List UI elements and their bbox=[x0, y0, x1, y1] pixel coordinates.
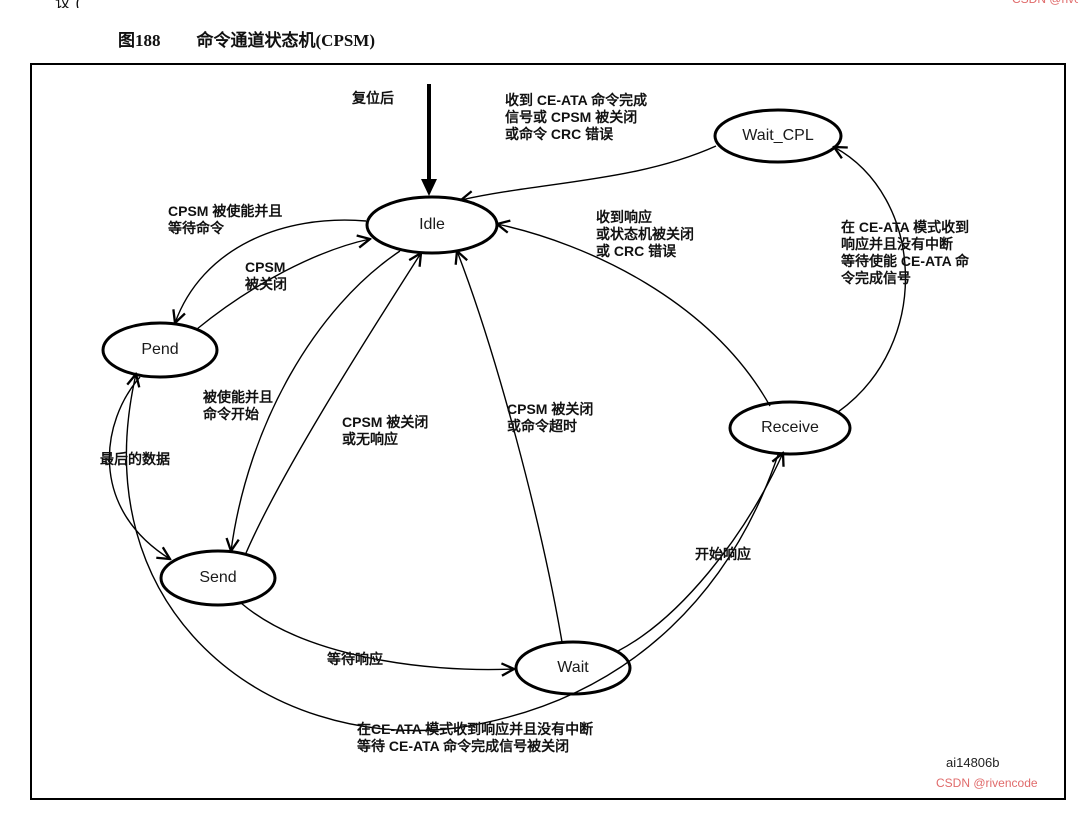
label-waitcpl-to-idle: 收到 CE-ATA 命令完成 信号或 CPSM 被关闭 或命令 CRC 错误 bbox=[505, 92, 648, 142]
transition-pend-to-send-arrow bbox=[108, 376, 170, 559]
page-top-fragment-left: 议 ( bbox=[55, 0, 175, 8]
transition-receive-to-idle-arrow bbox=[497, 224, 771, 407]
label-receive-to-idle: 收到响应 或状态机被关闭 或 CRC 错误 bbox=[596, 209, 694, 259]
label-idle-to-send: 被使能并且 命令开始 bbox=[203, 389, 273, 422]
page-top-fragment-right-text: CSDN @rivencode bbox=[1012, 0, 1078, 6]
state-wait-label: Wait bbox=[557, 659, 589, 676]
figure-number: 图188 bbox=[118, 31, 161, 50]
transition-wait-to-idle-arrow bbox=[457, 251, 563, 643]
label-idle-to-pend: CPSM 被使能并且 等待命令 bbox=[168, 203, 283, 236]
state-pend-shape bbox=[101, 321, 219, 379]
figure-caption: 图188 命令通道状态机(CPSM) bbox=[118, 26, 375, 51]
state-pend-label: Pend bbox=[141, 341, 179, 358]
state-receive-shape bbox=[728, 400, 852, 456]
state-send-shape bbox=[159, 549, 277, 607]
label-receive-to-pend: 在CE-ATA 模式收到响应并且没有中断 等待 CE-ATA 命令完成信号被关闭 bbox=[357, 721, 594, 754]
state-idle-label: Idle bbox=[419, 216, 445, 233]
page-top-fragment-left-text: 议 ( bbox=[55, 0, 175, 8]
transition-reset-arrowhead bbox=[421, 179, 437, 196]
label-send-to-wait: 等待响应 bbox=[327, 651, 383, 667]
label-wait-to-receive: 开始响应 bbox=[695, 546, 751, 562]
transition-pend-to-idle-arrow bbox=[196, 239, 370, 330]
transition-waitcpl-to-idle-arrow bbox=[461, 145, 717, 200]
state-receive-label: Receive bbox=[761, 419, 819, 436]
state-send-label: Send bbox=[199, 569, 237, 586]
transition-send-to-idle-arrow bbox=[245, 253, 421, 554]
label-send-to-idle: CPSM 被关闭 或无响应 bbox=[342, 414, 429, 447]
label-receive-to-waitcpl: 在 CE-ATA 模式收到 响应并且没有中断 等待使能 CE-ATA 命 令完成… bbox=[841, 219, 970, 286]
transition-receive-to-pend-arrow bbox=[125, 374, 779, 732]
state-wait-cpl-shape bbox=[713, 108, 843, 164]
transition-send-to-wait-arrow bbox=[240, 602, 514, 670]
transition-idle-to-send-arrow bbox=[231, 250, 401, 551]
page-top-fragment-right: CSDN @rivencode bbox=[1012, 0, 1078, 8]
label-reset: 复位后 bbox=[352, 90, 394, 106]
figure-id: ai14806b bbox=[946, 755, 1000, 770]
state-wait-cpl-label: Wait_CPL bbox=[742, 127, 814, 144]
label-pend-to-idle: CPSM 被关闭 bbox=[245, 259, 287, 292]
figure-title: 命令通道状态机(CPSM) bbox=[196, 31, 375, 50]
transition-idle-to-pend-arrow bbox=[175, 219, 367, 323]
label-pend-to-send: 最后的数据 bbox=[100, 451, 170, 467]
label-wait-to-idle: CPSM 被关闭 或命令超时 bbox=[507, 401, 594, 434]
transition-receive-to-waitcpl-arrow bbox=[834, 147, 907, 413]
watermark: CSDN @rivencode bbox=[936, 776, 1038, 790]
